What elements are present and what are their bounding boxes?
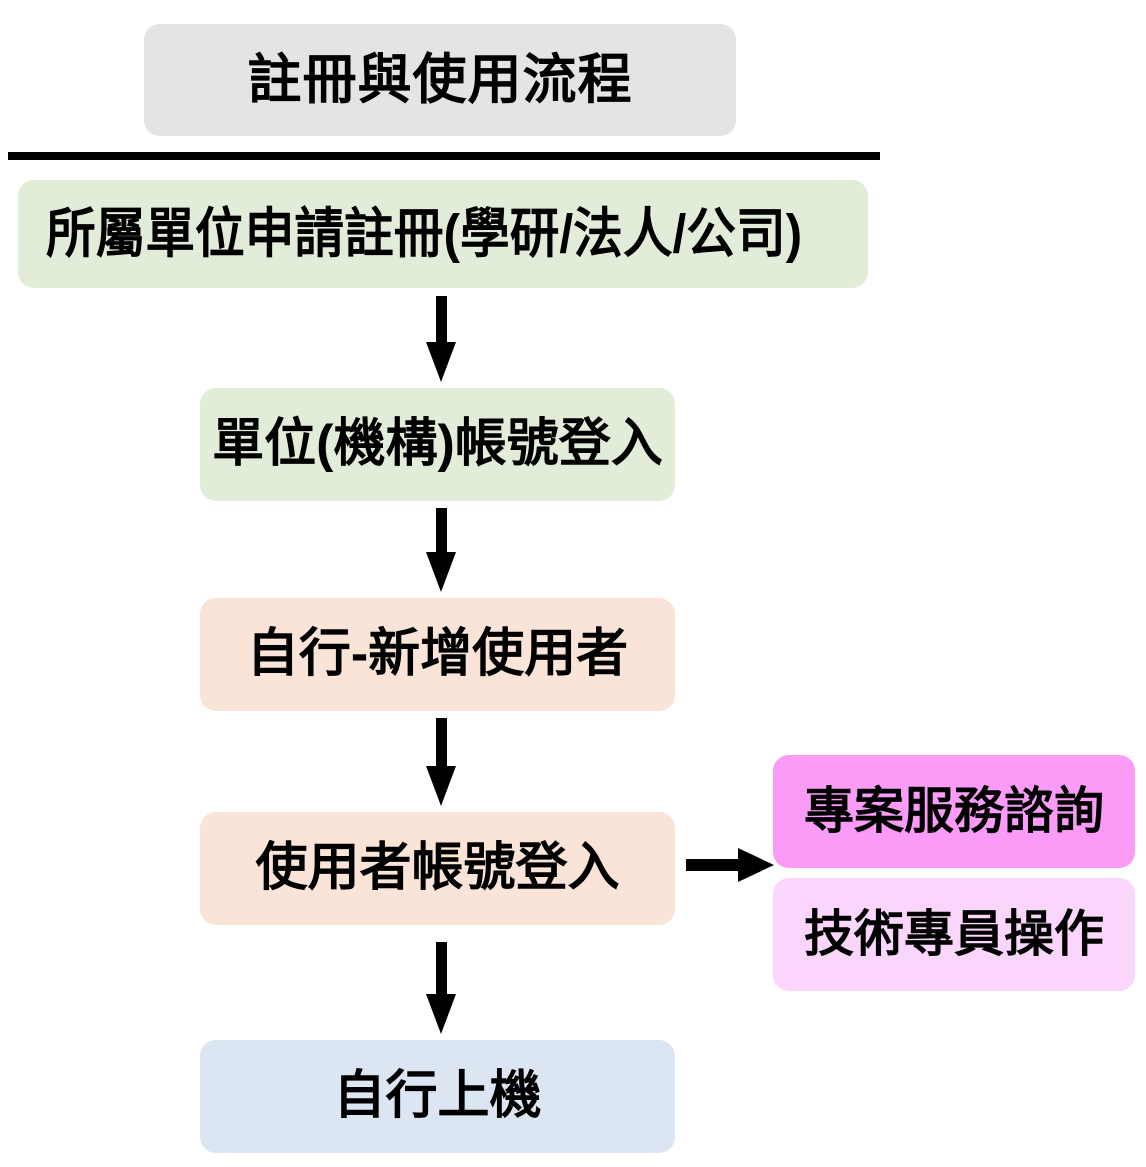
node-label: 專案服務諮詢 (804, 783, 1104, 840)
node-apply-registration[interactable]: 所屬單位申請註冊(學研/法人/公司) (18, 180, 868, 288)
node-label: 單位(機構)帳號登入 (212, 415, 663, 474)
arrow-down-step1-to-step2 (426, 296, 456, 382)
arrow-shaft (436, 508, 447, 554)
arrow-down-step3-to-step4 (426, 718, 456, 806)
node-self-operate-machine[interactable]: 自行上機 (200, 1040, 675, 1153)
node-label: 技術專員操作 (804, 906, 1104, 963)
node-label: 所屬單位申請註冊(學研/法人/公司) (46, 203, 803, 264)
arrow-down-step4-to-step5 (426, 942, 456, 1034)
arrow-right-step4-to-branch (686, 848, 774, 882)
arrow-head-down-icon (426, 552, 456, 592)
arrow-head-down-icon (426, 994, 456, 1034)
flowchart-title-box: 註冊與使用流程 (144, 24, 736, 136)
arrow-shaft (436, 942, 447, 996)
node-label: 自行-新增使用者 (246, 625, 629, 684)
node-label: 使用者帳號登入 (255, 839, 620, 898)
arrow-head-down-icon (426, 766, 456, 806)
page-title: 註冊與使用流程 (247, 49, 633, 110)
arrow-head-down-icon (426, 342, 456, 382)
node-label: 自行上機 (333, 1067, 542, 1126)
arrow-shaft (686, 859, 742, 871)
arrow-shaft (436, 296, 447, 344)
arrow-down-step2-to-step3 (426, 508, 456, 592)
arrow-head-right-icon (738, 848, 774, 882)
node-project-service-consulting[interactable]: 專案服務諮詢 (773, 755, 1135, 868)
horizontal-divider-rule (8, 152, 880, 160)
node-technical-staff-operation[interactable]: 技術專員操作 (773, 878, 1135, 991)
arrow-shaft (436, 718, 447, 768)
node-user-account-login[interactable]: 使用者帳號登入 (200, 812, 675, 925)
node-org-account-login[interactable]: 單位(機構)帳號登入 (200, 388, 675, 501)
node-self-add-user[interactable]: 自行-新增使用者 (200, 598, 675, 711)
